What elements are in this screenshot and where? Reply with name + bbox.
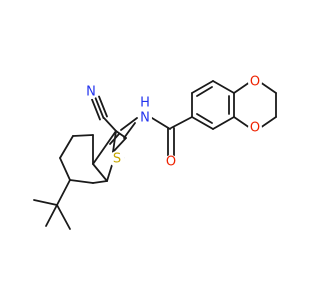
bond-c4-c5: [59, 135, 74, 159]
bond-co-ar: [170, 116, 193, 129]
bond-ar-5: [212, 116, 235, 130]
bonds: [33, 80, 277, 230]
bond-c3-c2: [112, 130, 117, 153]
bond-c6-c7: [69, 179, 94, 184]
atom-n-amide: N: [140, 111, 150, 126]
bond-obottom-ar: [233, 116, 251, 129]
bond-nitrile-3: [91, 98, 101, 121]
atom-h-amide: H: [140, 96, 150, 111]
atom-o-ring-top: O: [250, 75, 260, 90]
bond-c2-nh: [120, 117, 138, 131]
structure-svg: N N H S O O O: [33, 75, 277, 230]
bond-c2-c3a-2: [109, 133, 120, 145]
bond-c6-tbu: [56, 179, 71, 206]
bond-c7-c7a: [92, 180, 108, 184]
bond-c7a-c3b: [92, 163, 108, 182]
sulfur-bg: [109, 151, 125, 167]
bond-nh-co: [151, 117, 171, 130]
molecule-diagram: N N H S O O O: [33, 74, 277, 230]
bond-nitrile-2: [98, 95, 108, 118]
bond-tbu-me3: [56, 204, 71, 230]
nitrile-n-bg: [84, 85, 98, 99]
bond-tbu-me1: [33, 199, 58, 206]
bond-c3-to-amide-c: [123, 122, 136, 139]
bond-ar-2: [191, 80, 214, 94]
bond-ch2-obottom: [259, 116, 277, 129]
bond-ar-otop: [233, 81, 251, 94]
bond-ar-inner-1: [196, 86, 213, 97]
carbonyl-o-bg: [164, 155, 178, 169]
bond-c4-c3: [72, 134, 94, 137]
atom-o-ring-bottom: O: [250, 121, 260, 136]
ring-o-top-bg: [248, 75, 262, 89]
bond-ar-inner-3: [196, 113, 213, 124]
ring-o-bottom-bg: [248, 121, 262, 135]
amide-n-bg: [138, 111, 152, 125]
atom-s-ring: S: [113, 152, 121, 167]
bond-s-c7a: [106, 164, 113, 182]
bond-tbu-me2: [45, 204, 58, 227]
atom-labels: N N H S O O O: [84, 75, 262, 170]
bond-c2-c3a-1: [112, 137, 127, 153]
bond-c3b-c3: [92, 130, 117, 165]
bond-c5-c6: [59, 157, 71, 181]
atom-n-nitrile: N: [86, 85, 96, 100]
atom-o-carbonyl: O: [166, 155, 176, 170]
bond-ar-6: [191, 116, 214, 130]
bond-otop-ch2: [259, 81, 277, 94]
bond-ar-3: [212, 80, 235, 94]
bond-nitrile-1: [94, 97, 105, 119]
bond-c3-ccn: [103, 117, 117, 132]
